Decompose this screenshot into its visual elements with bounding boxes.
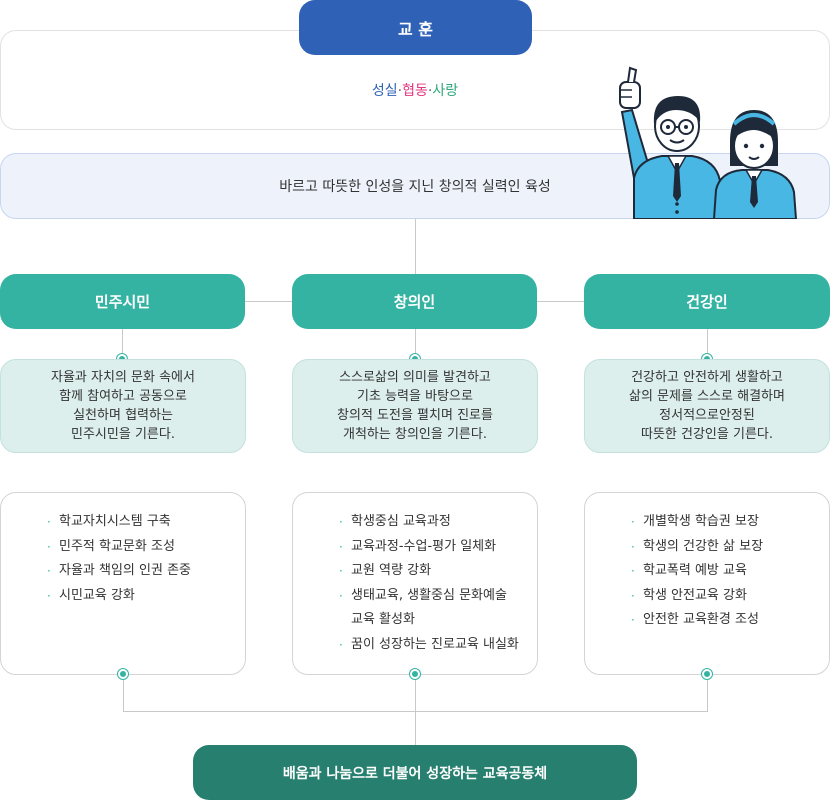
list-item-text: 시민교육 강화	[59, 587, 135, 603]
motto-text: 성실·협동·사랑	[0, 80, 830, 100]
core-value-title: 건강인	[686, 293, 728, 311]
description-line: 함께 참여하고 공동으로	[59, 389, 187, 404]
list-item: · 자율과 책임의 인권 존중	[47, 559, 245, 584]
motto-part-1: 성실	[371, 83, 398, 99]
bullet-icon: ·	[631, 515, 635, 529]
connector-col1	[122, 328, 123, 359]
bullet-icon: ·	[339, 564, 343, 578]
connector-dot	[410, 669, 420, 679]
description-line: 실천하며 협력하는	[73, 408, 173, 423]
bullet-icon: ·	[339, 637, 343, 652]
bullet-icon: ·	[631, 539, 635, 554]
action-list: · 학생중심 교육과정 · 교육과정-수업-평가 일체화 · 교원 역량 강화 · 생태…	[293, 493, 537, 657]
bullet-icon: ·	[339, 539, 343, 554]
school-vision-text: 배움과 나눔으로 더불어 성장하는 교육공동체	[282, 765, 548, 782]
connector-col1-bottom	[123, 673, 124, 711]
list-item-text: 학교폭력 예방 교육	[643, 563, 747, 578]
list-item: · 개별학생 학습권 보장	[631, 510, 829, 535]
description-line: 삶의 문제를 스스로 해결하며	[629, 389, 785, 404]
connector-goal-to-row	[415, 219, 416, 301]
action-list-box: ·학교자치시스템 구축 ·민주적 학교문화 조성 ·자율과 책임의 인권 존중 …	[0, 492, 246, 675]
action-list: · 개별학생 학습권 보장 · 학생의 건강한 삶 보장 · 학교폭력 예방 교육 ·…	[585, 493, 829, 633]
column-description: 건강하고 안전하게 생활하고 삶의 문제를 스스로 해결하며 정서적으로안정된 …	[584, 359, 830, 453]
bullet-icon: ·	[47, 539, 51, 554]
description-line: 스스로삶의 의미를 발견하고	[339, 370, 491, 385]
list-item: · 학교자치시스템 구축	[47, 510, 245, 535]
list-item: · 학생 안전교육 강화	[631, 584, 829, 609]
list-item: · 시민교육 강화	[47, 584, 245, 609]
connector-dot	[118, 669, 128, 679]
motto-separator: ·	[427, 83, 433, 99]
connector-col2	[415, 328, 416, 359]
list-item: · 교육과정-수업-평가 일체화	[339, 535, 537, 560]
description-line: 자율과 자치의 문화 속에서	[51, 370, 195, 385]
list-item-text: 개별학생 학습권 보장	[643, 514, 759, 529]
motto-separator: ·	[397, 83, 403, 99]
action-list-box: · 개별학생 학습권 보장 · 학생의 건강한 삶 보장 · 학교폭력 예방 교육 ·…	[584, 492, 830, 675]
motto-part-3: 사랑	[432, 83, 459, 99]
list-item-text: 학생의 건강한 삶 보장	[643, 538, 764, 554]
bullet-icon: ·	[47, 588, 51, 603]
core-value-title: 창의인	[393, 293, 436, 311]
action-list: ·학교자치시스템 구축 ·민주적 학교문화 조성 ·자율과 책임의 인권 존중 …	[1, 493, 245, 608]
core-value-democratic-citizen: 민주시민	[0, 274, 245, 329]
description-line: 기초 능력을 바탕으로	[357, 389, 473, 404]
connector-bottom-row	[123, 711, 708, 712]
list-item: · 교원 역량 강화	[339, 559, 537, 584]
motto-part-2: 협동	[402, 83, 428, 99]
bullet-icon: ·	[339, 588, 343, 603]
connector-col3-bottom	[707, 673, 708, 711]
column-description: 스스로삶의 의미를 발견하고 기초 능력을 바탕으로 창의적 도전을 펼치며 진…	[292, 359, 538, 453]
core-value-creative-person: 창의인	[292, 274, 537, 329]
list-item-text: 학생중심 교육과정	[351, 514, 451, 529]
students-illustration	[619, 66, 798, 219]
list-item: · 안전한 교육환경 조성	[631, 608, 829, 633]
list-item-text: 민주적 학교문화 조성	[59, 538, 175, 554]
description-line: 따뜻한 건강인을 기른다.	[641, 427, 773, 442]
list-item: · 꿈이 성장하는 진로교육 내실화	[339, 633, 537, 658]
list-item-text: 교원 역량 강화	[351, 563, 432, 578]
description-line: 민주시민을 기른다.	[71, 427, 175, 442]
list-item-text: 꿈이 성장하는 진로교육 내실화	[351, 636, 519, 652]
thumbs-up-icon	[619, 66, 641, 109]
list-item-text: 안전한 교육환경 조성	[643, 612, 759, 627]
school-vision: 배움과 나눔으로 더불어 성장하는 교육공동체	[193, 745, 637, 800]
description-line: 개척하는 창의인을 기른다.	[343, 427, 487, 442]
list-item: · 학생중심 교육과정	[339, 510, 537, 535]
bullet-icon: ·	[631, 588, 635, 603]
education-goal-text: 바르고 따뜻한 인성을 지닌 창의적 실력인 육성	[279, 179, 551, 195]
description-line: 건강하고 안전하게 생활하고	[631, 370, 783, 385]
description-line: 정서적으로안정된	[659, 408, 755, 423]
core-value-title: 민주시민	[94, 293, 151, 311]
bullet-icon: ·	[631, 613, 635, 627]
action-list-box: · 학생중심 교육과정 · 교육과정-수업-평가 일체화 · 교원 역량 강화 · 생태…	[292, 492, 538, 675]
list-item: · 민주적 학교문화 조성	[47, 535, 245, 560]
bullet-icon: ·	[339, 515, 343, 529]
list-item-text: 교육과정-수업-평가 일체화	[351, 538, 497, 554]
description-line: 창의적 도전을 펼치며 진로를	[337, 408, 493, 423]
bullet-icon: ·	[47, 515, 51, 529]
list-item-text: 학생 안전교육 강화	[643, 587, 747, 603]
bullet-icon: ·	[47, 564, 51, 578]
connector-col2-bottom	[415, 673, 416, 745]
list-item-text: 자율과 책임의 인권 존중	[59, 563, 191, 578]
connector-col3	[707, 328, 708, 359]
list-item: · 학교폭력 예방 교육	[631, 559, 829, 584]
bullet-icon: ·	[631, 564, 635, 578]
list-item: · 학생의 건강한 삶 보장	[631, 535, 829, 560]
core-value-healthy-person: 건강인	[584, 274, 830, 329]
connector-dot	[702, 669, 712, 679]
column-description: 자율과 자치의 문화 속에서 함께 참여하고 공동으로 실천하며 협력하는 민주…	[0, 359, 246, 453]
motto-title: 교 훈	[299, 0, 532, 55]
list-item-text: 학교자치시스템 구축	[59, 514, 171, 529]
